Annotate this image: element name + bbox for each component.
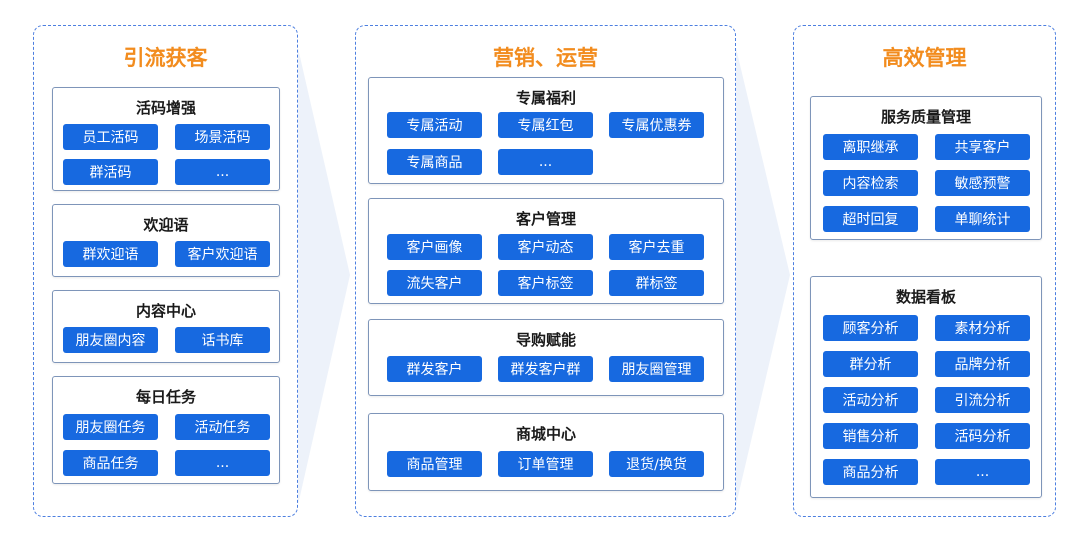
btn-order-management[interactable]: 订单管理 <box>498 451 593 477</box>
btn-employee-live-code[interactable]: 员工活码 <box>63 124 158 150</box>
btn-live-code-analysis[interactable]: 活码分析 <box>935 423 1030 449</box>
column-title-acquisition: 引流获客 <box>123 46 208 70</box>
panel-title: 服务质量管理 <box>880 108 971 126</box>
btn-group-live-code[interactable]: 群活码 <box>63 159 158 185</box>
btn-exclusive-red-packet[interactable]: 专属红包 <box>498 112 593 138</box>
btn-product-management[interactable]: 商品管理 <box>387 451 482 477</box>
column-marketing: 营销、运营 专属福利 专属活动 专属红包 专属优惠券 专属商品 ... 客户管理… <box>355 25 736 517</box>
btn-moments-content[interactable]: 朋友圈内容 <box>63 327 158 353</box>
btn-customer-analysis[interactable]: 顾客分析 <box>823 315 918 341</box>
panel-live-code: 活码增强 员工活码 场景活码 群活码 ... <box>52 87 280 191</box>
panel-data-dashboard: 数据看板 顾客分析 素材分析 群分析 品牌分析 活动分析 引流分析 销售分析 活… <box>810 276 1042 498</box>
panel-title: 活码增强 <box>135 99 196 117</box>
btn-returns-exchanges[interactable]: 退货/换货 <box>609 451 704 477</box>
btn-group-tags[interactable]: 群标签 <box>609 270 704 296</box>
panel-title: 数据看板 <box>895 288 956 306</box>
btn-customer-profile[interactable]: 客户画像 <box>387 234 482 260</box>
btn-more[interactable]: ... <box>935 459 1030 485</box>
btn-more[interactable]: ... <box>498 149 593 175</box>
btn-moments-management[interactable]: 朋友圈管理 <box>609 356 704 382</box>
btn-activity-task[interactable]: 活动任务 <box>175 414 270 440</box>
btn-product-task[interactable]: 商品任务 <box>63 450 158 476</box>
btn-customer-activity[interactable]: 客户动态 <box>498 234 593 260</box>
panel-customer-management: 客户管理 客户画像 客户动态 客户去重 流失客户 客户标签 群标签 <box>368 198 724 304</box>
btn-customer-dedupe[interactable]: 客户去重 <box>609 234 704 260</box>
panel-title: 欢迎语 <box>143 216 189 234</box>
btn-material-analysis[interactable]: 素材分析 <box>935 315 1030 341</box>
panel-title: 导购赋能 <box>515 331 576 349</box>
btn-customer-welcome[interactable]: 客户欢迎语 <box>175 241 270 267</box>
btn-sales-analysis[interactable]: 销售分析 <box>823 423 918 449</box>
btn-product-analysis[interactable]: 商品分析 <box>823 459 918 485</box>
btn-script-library[interactable]: 话书库 <box>175 327 270 353</box>
btn-brand-analysis[interactable]: 品牌分析 <box>935 351 1030 377</box>
column-management: 高效管理 服务质量管理 离职继承 共享客户 内容检索 敏感预警 超时回复 单聊统… <box>793 25 1056 517</box>
btn-more[interactable]: ... <box>175 159 270 185</box>
btn-traffic-analysis[interactable]: 引流分析 <box>935 387 1030 413</box>
panel-title: 内容中心 <box>135 302 196 320</box>
btn-resignation-inheritance[interactable]: 离职继承 <box>823 134 918 160</box>
btn-group-analysis[interactable]: 群分析 <box>823 351 918 377</box>
panel-daily-tasks: 每日任务 朋友圈任务 活动任务 商品任务 ... <box>52 376 280 484</box>
panel-service-quality: 服务质量管理 离职继承 共享客户 内容检索 敏感预警 超时回复 单聊统计 <box>810 96 1042 240</box>
btn-shared-customers[interactable]: 共享客户 <box>935 134 1030 160</box>
panel-title: 每日任务 <box>135 388 196 406</box>
panel-title: 客户管理 <box>515 210 576 228</box>
btn-group-welcome[interactable]: 群欢迎语 <box>63 241 158 267</box>
panel-welcome: 欢迎语 群欢迎语 客户欢迎语 <box>52 204 280 277</box>
btn-mass-send-groups[interactable]: 群发客户群 <box>498 356 593 382</box>
panel-mall-center: 商城中心 商品管理 订单管理 退货/换货 <box>368 413 724 491</box>
btn-timeout-reply[interactable]: 超时回复 <box>823 206 918 232</box>
btn-scene-live-code[interactable]: 场景活码 <box>175 124 270 150</box>
btn-single-chat-stats[interactable]: 单聊统计 <box>935 206 1030 232</box>
column-title-marketing: 营销、运营 <box>493 46 598 70</box>
panel-shopping-guide: 导购赋能 群发客户 群发客户群 朋友圈管理 <box>368 319 724 396</box>
btn-mass-send-customers[interactable]: 群发客户 <box>387 356 482 382</box>
btn-more[interactable]: ... <box>175 450 270 476</box>
btn-moments-task[interactable]: 朋友圈任务 <box>63 414 158 440</box>
column-acquisition: 引流获客 活码增强 员工活码 场景活码 群活码 ... 欢迎语 群欢迎语 客户欢… <box>33 25 298 517</box>
column-title-management: 高效管理 <box>882 46 967 70</box>
panel-title: 商城中心 <box>515 425 576 443</box>
btn-lost-customers[interactable]: 流失客户 <box>387 270 482 296</box>
arrow-acquisition-to-marketing <box>298 48 350 505</box>
arrow-marketing-to-management <box>736 48 790 505</box>
btn-exclusive-product[interactable]: 专属商品 <box>387 149 482 175</box>
btn-content-search[interactable]: 内容检索 <box>823 170 918 196</box>
btn-activity-analysis[interactable]: 活动分析 <box>823 387 918 413</box>
btn-exclusive-coupon[interactable]: 专属优惠券 <box>609 112 704 138</box>
panel-content-center: 内容中心 朋友圈内容 话书库 <box>52 290 280 363</box>
btn-sensitive-alerts[interactable]: 敏感预警 <box>935 170 1030 196</box>
btn-exclusive-activity[interactable]: 专属活动 <box>387 112 482 138</box>
btn-customer-tags[interactable]: 客户标签 <box>498 270 593 296</box>
panel-exclusive-benefits: 专属福利 专属活动 专属红包 专属优惠券 专属商品 ... <box>368 77 724 184</box>
panel-title: 专属福利 <box>515 89 576 107</box>
